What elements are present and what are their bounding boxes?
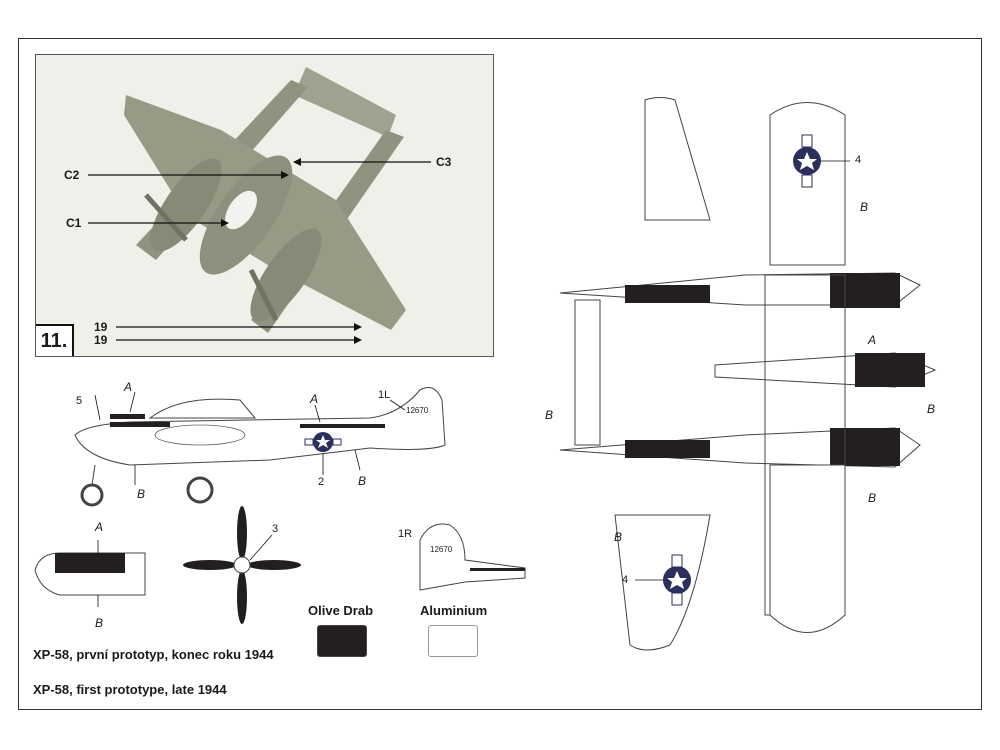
plan-label-b-2: B [927,402,936,416]
plan-view-drawing [559,97,937,651]
caption-czech: XP-58, první prototyp, konec roku 1944 [33,647,274,662]
side-part-2: 2 [318,476,325,488]
nose-detail-drawing [34,540,146,607]
propeller-part-3: 3 [272,523,279,535]
plan-part-4-bottom: 4 [622,574,629,586]
side-part-5: 5 [76,395,83,407]
callout-c1: C1 [66,216,82,230]
nose-label-b: B [95,616,104,630]
tail-detail-drawing [419,523,526,591]
olive-drab-label: Olive Drab [308,603,374,618]
tail-serial: 12670 [430,545,453,554]
model-photo-panel: C2 C3 C1 19 19 11. [35,54,494,357]
page-frame [18,38,982,710]
caption-english: XP-58, first prototype, late 1944 [33,682,227,697]
tail-part-1r: 1R [398,528,413,540]
plan-label-b-4: B [868,491,877,505]
nose-label-a: A [95,520,104,534]
side-view-drawing [74,387,446,507]
plan-label-b-1: B [860,200,869,214]
callout-c3: C3 [436,155,452,169]
side-label-a-1: A [124,380,133,394]
side-label-a-2: A [310,392,319,406]
step-number: 11. [36,324,74,356]
side-label-b-2: B [358,474,367,488]
aluminium-label: Aluminium [420,603,488,618]
callout-c2: C2 [64,168,80,182]
plan-label-b-5: B [614,530,623,544]
plan-part-4-top: 4 [855,154,862,166]
callout-19-b: 19 [94,333,108,347]
aluminium-swatch [428,625,478,657]
model-aircraft-photo [88,67,431,344]
side-label-b-1: B [137,487,146,501]
callout-19-a: 19 [94,320,108,334]
plan-label-b-3: B [545,408,554,422]
plan-label-a: A [868,333,877,347]
propeller-drawing [183,506,301,624]
side-part-1l: 1L [378,389,391,401]
side-serial: 12670 [406,406,429,415]
olive-drab-swatch [317,625,367,657]
